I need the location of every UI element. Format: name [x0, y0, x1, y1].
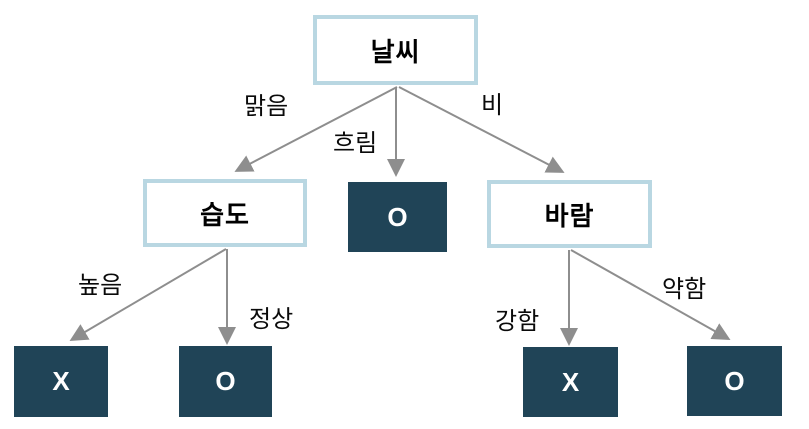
edge-label-normal: 정상: [249, 306, 294, 333]
leaf-humidity-high-result-label: X: [52, 366, 70, 396]
leaf-overcast-result-label: O: [387, 201, 408, 232]
leaf-wind-weak-result-label: O: [724, 365, 745, 396]
node-weather-label: 날씨: [370, 36, 421, 67]
leaf-wind-strong-result-label: X: [561, 366, 580, 397]
node-wind-label: 바람: [544, 200, 595, 231]
edge-label-sunny: 맑음: [244, 93, 289, 120]
edge-label-rain: 비: [481, 92, 504, 119]
edge-label-strong: 강함: [495, 308, 540, 335]
leaf-wind-strong-result: X: [523, 347, 618, 417]
node-humidity-label: 습도: [200, 199, 250, 230]
leaf-humidity-normal-result-label: O: [215, 366, 236, 396]
edge-weather-wind: [398, 86, 565, 173]
edge-label-overcast: 흐림: [333, 130, 378, 157]
node-wind: 바람: [487, 180, 652, 248]
node-weather: 날씨: [313, 15, 478, 85]
leaf-wind-weak-result: O: [687, 346, 782, 416]
leaf-overcast-result: O: [348, 182, 447, 252]
leaf-humidity-normal-result: O: [179, 346, 272, 417]
node-humidity: 습도: [143, 179, 307, 247]
edge-label-weak: 약함: [662, 276, 707, 303]
leaf-humidity-high-result: X: [14, 346, 108, 417]
edge-label-high: 높음: [78, 272, 123, 299]
